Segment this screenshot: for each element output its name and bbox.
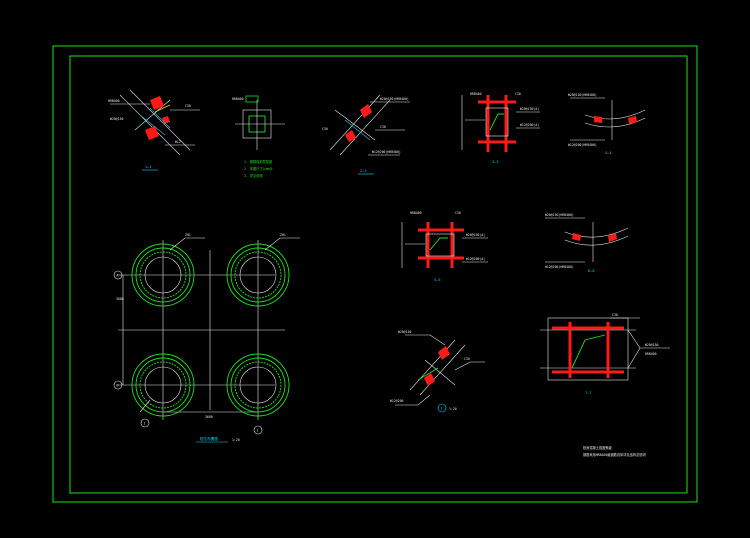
pile-plan: 3600 3600 ZH1 ZH: [113, 233, 300, 443]
footer-note-1: 桩身混凝土强度等级: [583, 445, 612, 450]
pile-plan-title: 桩位布置图: [200, 436, 218, 441]
svg-text:Φ20@150(HRB400): Φ20@150(HRB400): [380, 97, 409, 101]
svg-text:Φ20@150(HRB400): Φ20@150(HRB400): [545, 213, 574, 217]
svg-text:Φ20@150(A): Φ20@150(A): [520, 107, 539, 111]
svg-text:Φ12: Φ12: [175, 140, 181, 144]
svg-text:C30: C30: [464, 357, 470, 361]
svg-text:Φ12@200: Φ12@200: [390, 399, 404, 403]
section-label-2: 2—2: [360, 169, 367, 173]
svg-text:C30: C30: [185, 104, 191, 108]
svg-text:Φ12@200(HRB400): Φ12@200(HRB400): [545, 265, 574, 269]
svg-text:Φ12@200(A): Φ12@200(A): [466, 257, 485, 261]
svg-text:HRB400: HRB400: [232, 97, 244, 101]
curved-beam-detail-top: Φ20@150(HRB400) Φ12@200(HRB400) 4—4: [568, 93, 646, 155]
svg-text:Φ12@200(A): Φ12@200(A): [520, 123, 539, 127]
cross-beam-detail-middle: HRB400 C30 Φ20@150(A) Φ12@200(A) 5—5: [401, 211, 488, 282]
section-label-5: 5—5: [434, 278, 441, 282]
pile-bottom-right: [226, 353, 290, 417]
diagonal-joint-detail-1: HRB400 Φ20@150 C30 Φ12 1—1: [108, 89, 200, 171]
svg-text:3. 详见说明: 3. 详见说明: [244, 173, 263, 178]
svg-text:C30: C30: [380, 125, 386, 129]
svg-text:ZH1: ZH1: [280, 233, 286, 237]
svg-text:Φ12@200(HRB400): Φ12@200(HRB400): [372, 150, 401, 154]
section-label-3: 3—3: [492, 160, 499, 164]
pile-bottom-left: [131, 353, 195, 417]
svg-text:HRB400: HRB400: [470, 92, 482, 96]
svg-text:C30: C30: [612, 313, 618, 317]
wall-section-detail: Φ20@150 HRB400 C30 7—7: [540, 313, 670, 395]
note-line-2: 2. 本图尺寸以mm计: [244, 166, 274, 171]
axis-bubble-1: 1: [144, 422, 146, 426]
pile-dim-vertical: 3600: [116, 297, 124, 301]
svg-text:Φ20@150(HRB400): Φ20@150(HRB400): [568, 93, 597, 97]
svg-text:C30: C30: [455, 211, 461, 215]
svg-text:Φ20@150: Φ20@150: [398, 330, 412, 334]
curved-beam-detail-middle: Φ20@150(HRB400) Φ12@200(HRB400) 6—6: [545, 213, 629, 273]
node-detail: Φ20@150 C30 Φ12@200 1 1:20: [390, 330, 485, 413]
section-label-4: 4—4: [605, 151, 612, 155]
svg-text:Φ20@150: Φ20@150: [110, 117, 124, 121]
cross-beam-detail-top: HRB400 C30 Φ20@150(A) Φ12@200(A) 3—3: [461, 92, 540, 164]
pile-top-right: [226, 243, 290, 307]
svg-text:ZH1: ZH1: [185, 233, 191, 237]
pile-dim-horizontal: 3600: [205, 415, 213, 419]
axis-bubble-a: A: [117, 274, 119, 278]
svg-text:1:20: 1:20: [449, 407, 457, 411]
detail-mark: 1: [441, 407, 443, 411]
svg-text:Φ12@200(HRB400): Φ12@200(HRB400): [568, 143, 597, 147]
svg-text:Φ20@150(A): Φ20@150(A): [466, 233, 485, 237]
column-section-detail: HRB400 1. 钢筋保护层厚度 2. 本图尺寸以mm计 3. 详见说明: [232, 95, 285, 178]
note-line-1: 1. 钢筋保护层厚度: [244, 159, 273, 164]
pile-top-left: [131, 243, 195, 307]
inner-frame: [69, 55, 688, 494]
outer-frame: [52, 45, 698, 503]
svg-text:C30: C30: [322, 127, 328, 131]
svg-text:6—6: 6—6: [588, 269, 595, 273]
pile-plan-scale: 1:20: [232, 438, 240, 442]
axis-bubble-2: 2: [257, 429, 259, 433]
svg-text:7—7: 7—7: [585, 391, 592, 395]
svg-text:HRB400: HRB400: [108, 99, 120, 103]
section-label-1: 1—1: [145, 165, 152, 169]
svg-text:HRB400: HRB400: [410, 211, 422, 215]
diagonal-joint-detail-2: Φ20@150(HRB400) C30 Φ12@200(HRB400) C30 …: [322, 94, 410, 175]
svg-text:HRB400: HRB400: [645, 352, 657, 356]
axis-bubble-b: B: [117, 384, 119, 388]
svg-text:Φ20@150: Φ20@150: [645, 343, 659, 347]
svg-text:C30: C30: [515, 92, 521, 96]
footer-note-2: 钢筋采用HRB400级钢筋具体详见结构总说明: [583, 452, 646, 457]
footer-notes: 桩身混凝土强度等级 钢筋采用HRB400级钢筋具体详见结构总说明: [583, 445, 646, 457]
